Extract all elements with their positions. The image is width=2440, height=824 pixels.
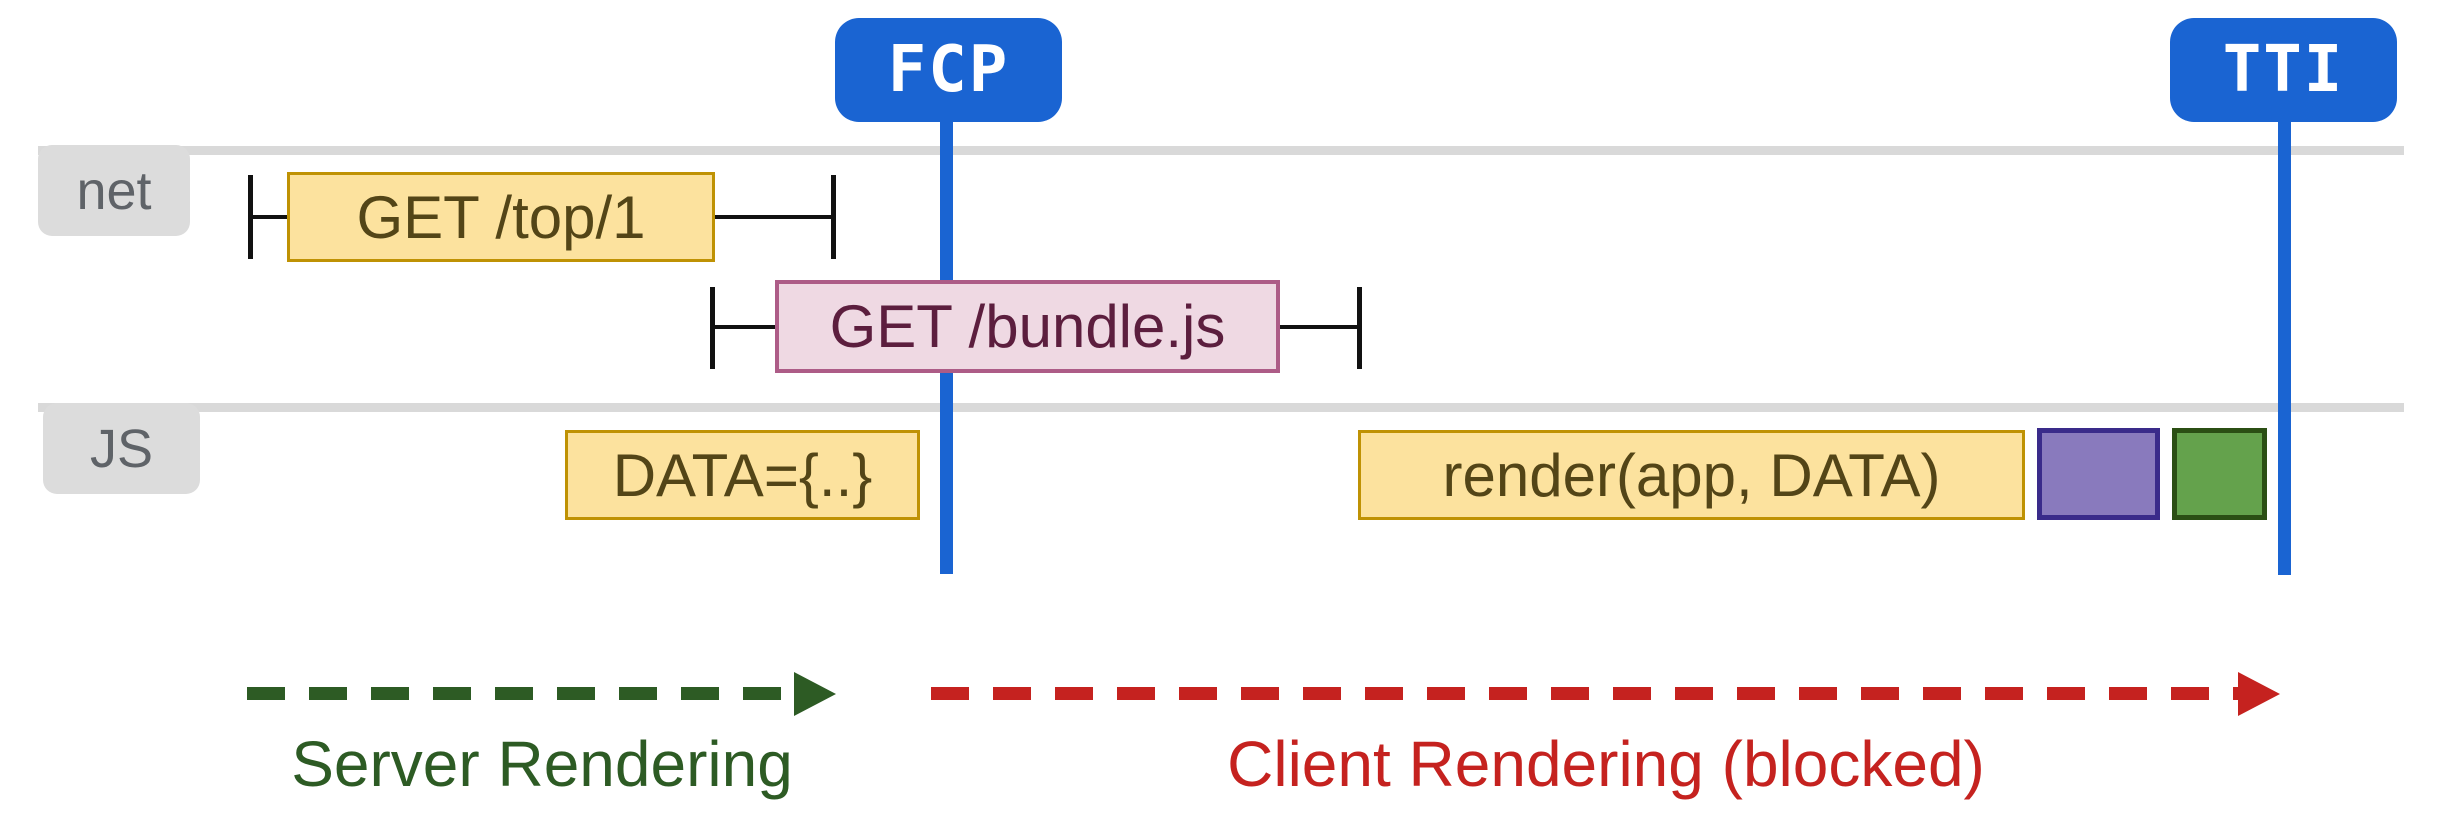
tti-badge-label: TTI (2222, 33, 2345, 107)
request1-label: GET /top/1 (356, 183, 646, 251)
server-rendering-arrow (247, 687, 797, 700)
request2-end-connector (1280, 325, 1359, 329)
js-lane-label-text: JS (89, 418, 154, 479)
js-lane-line (38, 403, 2404, 412)
tti-marker-line (2278, 112, 2291, 575)
js-task-data-label: DATA={..} (612, 441, 873, 509)
request2-label: GET /bundle.js (829, 293, 1226, 360)
client-rendering-arrow (931, 687, 2239, 700)
js-task-data-box: DATA={..} (565, 430, 920, 520)
client-rendering-arrowhead-icon (2238, 672, 2280, 716)
js-task-green-box (2172, 428, 2267, 520)
client-rendering-caption: Client Rendering (blocked) (1227, 728, 1985, 800)
net-lane-line (38, 146, 2404, 155)
request1-box: GET /top/1 (287, 172, 715, 262)
js-task-render-label: render(app, DATA) (1442, 441, 1941, 509)
server-rendering-arrowhead-icon (794, 672, 836, 716)
js-lane-label: JS (43, 403, 200, 494)
request2-end-tick (1357, 287, 1362, 369)
request2-box: GET /bundle.js (775, 280, 1280, 373)
fcp-badge: FCP (835, 18, 1062, 122)
fcp-badge-label: FCP (887, 33, 1010, 107)
server-rendering-caption: Server Rendering (291, 728, 793, 800)
request2-start-connector (712, 325, 775, 329)
request1-end-connector (715, 215, 833, 219)
request1-end-tick (831, 175, 836, 259)
tti-badge: TTI (2170, 18, 2397, 122)
net-lane-label-text: net (76, 160, 152, 221)
js-task-purple-box (2037, 428, 2160, 520)
js-task-render-box: render(app, DATA) (1358, 430, 2025, 520)
net-lane-label: net (38, 145, 190, 236)
request1-start-connector (250, 215, 287, 219)
